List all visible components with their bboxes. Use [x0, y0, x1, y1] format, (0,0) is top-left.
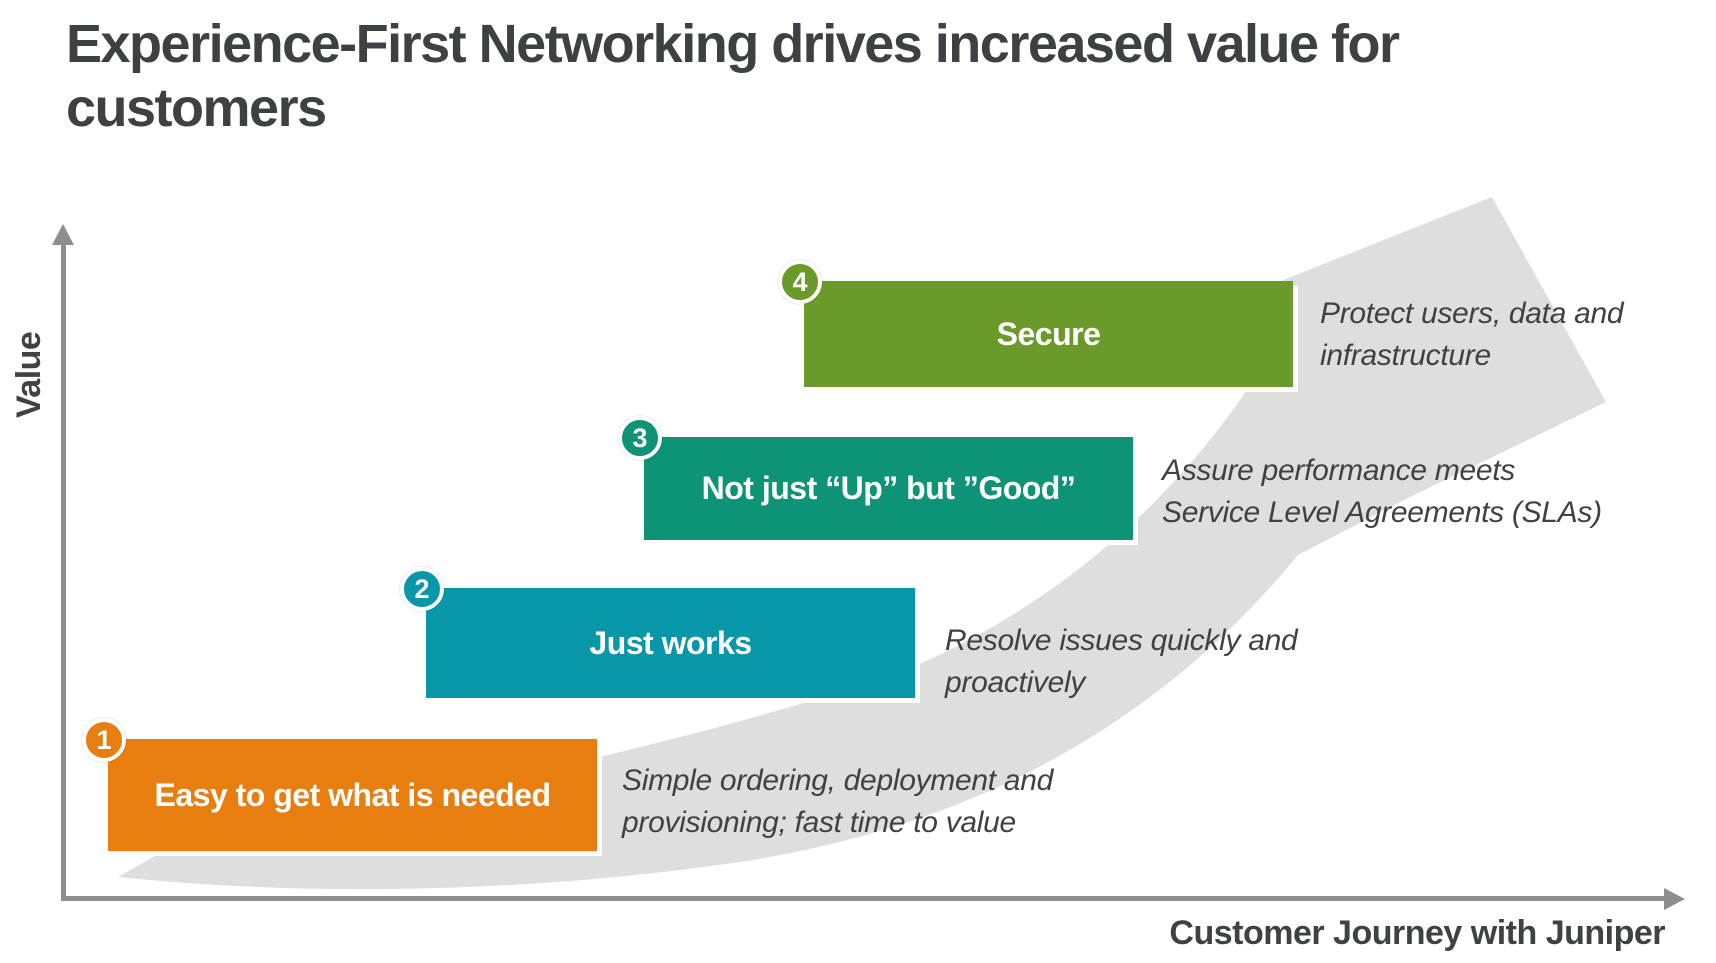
- step-caption-4-line-1: Protect users, data and: [1320, 297, 1624, 330]
- step-badge-1: 1: [82, 718, 126, 762]
- step-bar-1: 1 Easy to get what is needed: [82, 718, 597, 851]
- step-label-1: Easy to get what is needed: [154, 776, 552, 813]
- step-caption-1-line-1: Simple ordering, deployment and: [622, 764, 1053, 797]
- step-caption-1-line-2: provisioning; fast time to value: [622, 806, 1016, 839]
- step-caption-3-line-1: Assure performance meets: [1162, 454, 1515, 487]
- growth-arrow-shape: [118, 197, 1606, 890]
- x-axis-label: Customer Journey with Juniper: [1169, 914, 1665, 952]
- y-axis-line: [61, 243, 66, 900]
- step-bar-4: 4 Secure: [778, 260, 1293, 387]
- y-axis-arrowhead-icon: [52, 224, 74, 245]
- page-title-line-1: Experience-First Networking drives incre…: [66, 14, 1400, 74]
- step-bar-3: 3 Not just “Up” but ”Good”: [618, 416, 1133, 540]
- page-title-line-2: customers: [66, 78, 327, 138]
- step-label-3: Not just “Up” but ”Good”: [701, 470, 1076, 506]
- step-bar-2: 2 Just works: [400, 567, 915, 698]
- step-label-2: Just works: [589, 624, 752, 661]
- step-badge-3: 3: [618, 416, 662, 460]
- step-caption-2: Resolve issues quickly and proactively: [945, 620, 1298, 704]
- y-axis-label: Value: [10, 331, 48, 418]
- step-badge-4: 4: [778, 260, 822, 304]
- step-caption-4: Protect users, data and infrastructure: [1320, 293, 1624, 377]
- page-title: Experience-First Networking drives incre…: [66, 12, 1586, 140]
- step-caption-2-line-2: proactively: [945, 666, 1086, 699]
- step-caption-2-line-1: Resolve issues quickly and: [945, 624, 1298, 657]
- step-caption-3: Assure performance meets Service Level A…: [1162, 450, 1602, 534]
- step-caption-3-line-2: Service Level Agreements (SLAs): [1162, 496, 1602, 529]
- step-caption-4-line-2: infrastructure: [1320, 339, 1491, 372]
- step-caption-1: Simple ordering, deployment and provisio…: [622, 760, 1053, 844]
- x-axis-line: [61, 896, 1666, 901]
- step-label-4: Secure: [996, 315, 1101, 352]
- x-axis-arrowhead-icon: [1664, 888, 1685, 910]
- step-badge-2: 2: [400, 567, 444, 611]
